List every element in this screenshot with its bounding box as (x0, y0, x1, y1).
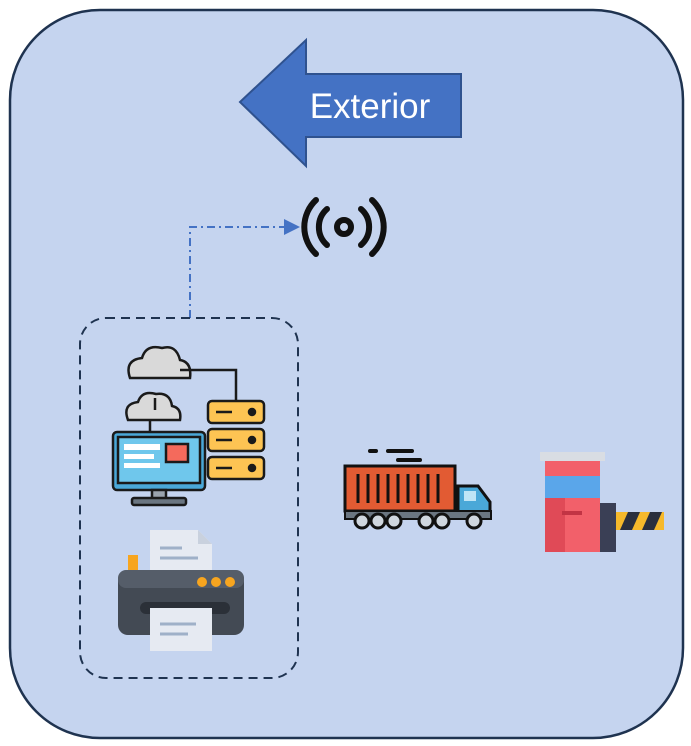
exterior-arrow-label: Exterior (310, 87, 431, 126)
printer-icon (118, 530, 244, 651)
connector-line (189, 219, 300, 318)
exterior-arrow: Exterior (238, 37, 462, 169)
container-truck-icon (343, 449, 492, 530)
device-group-box (79, 317, 299, 679)
wireless-signal-icon (301, 197, 387, 257)
exterior-arrow-shape (238, 37, 462, 169)
barrier-gate-icon (540, 452, 664, 552)
cloud-server-icon (111, 345, 266, 507)
